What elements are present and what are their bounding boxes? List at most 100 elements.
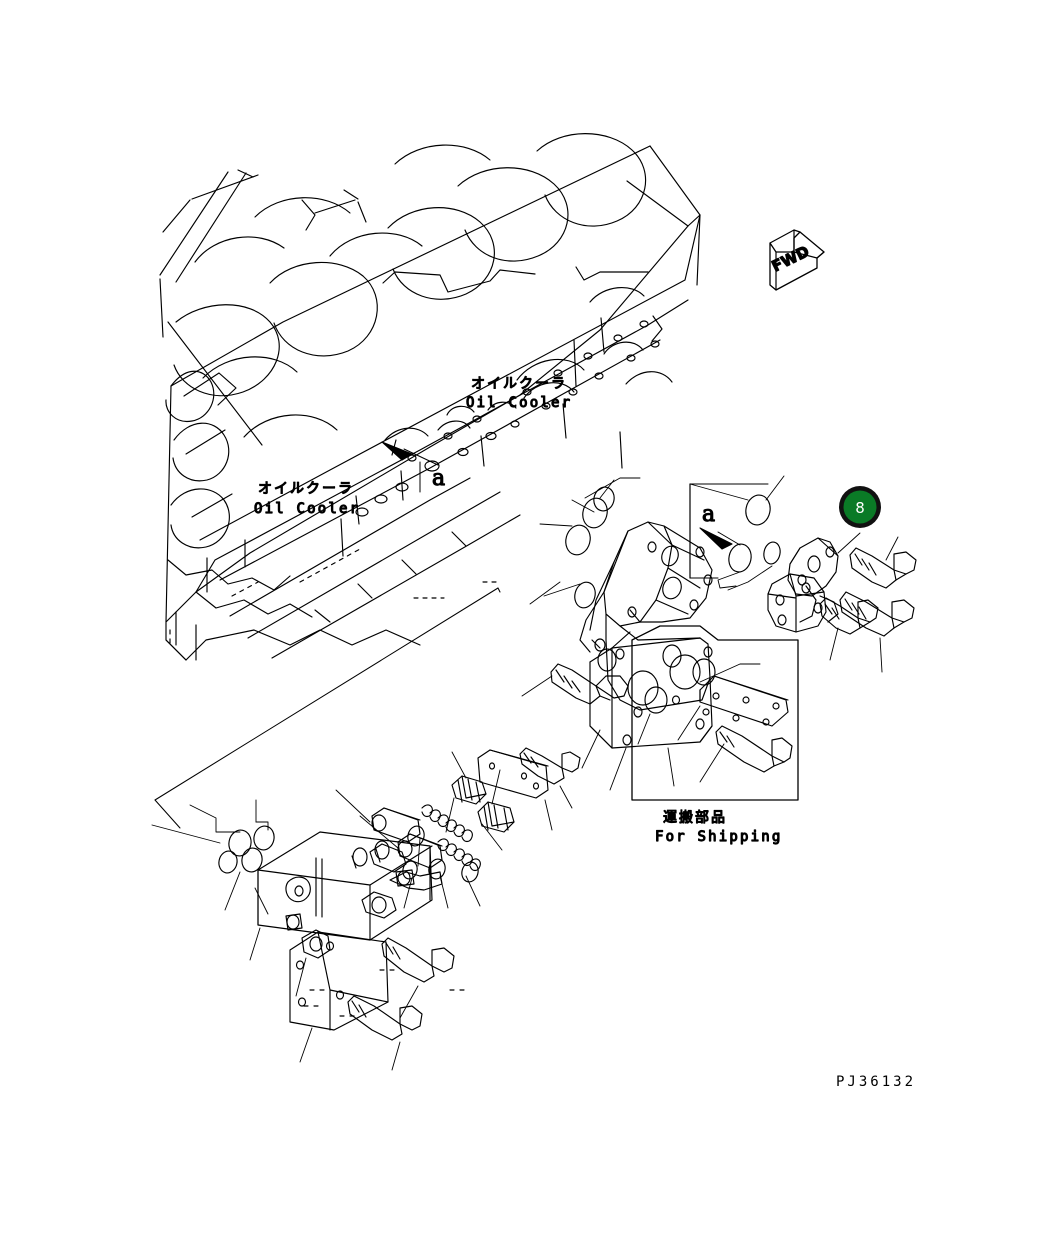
gasket-ring-4: [597, 648, 617, 672]
mount-plate-hole-4: [335, 990, 345, 1000]
casting-cut-5: [651, 315, 663, 342]
bracket-flange-fold-1: [671, 544, 705, 561]
bracket-strut-3: [591, 639, 601, 649]
o-ring-3: [402, 860, 418, 880]
right-gasket-ring-1: [728, 543, 752, 573]
housing-bolt-hole-1: [633, 706, 643, 718]
block-lower-rail-top: [229, 477, 471, 617]
leader-core-2: [249, 927, 261, 961]
leader-plunger-1: [335, 789, 371, 823]
casting-cut-10: [487, 401, 517, 411]
small-gasket-hole-3: [532, 782, 540, 790]
block-bottom-rail: [185, 629, 421, 661]
leader-plunger-2: [359, 815, 399, 849]
callout-badge-fill: [843, 490, 877, 524]
block-rail-tick-4: [451, 531, 467, 547]
o-ring-1: [407, 825, 425, 847]
leader-housing-3: [667, 747, 675, 787]
leader-right-callout: [837, 532, 861, 554]
deck-rib-4: [159, 278, 164, 338]
cooler-core-tab: [285, 913, 303, 931]
cooler-bolt-1-shank: [381, 937, 435, 983]
casting-cut-9: [446, 405, 475, 416]
right-bolt-1-thread-1: [854, 553, 863, 566]
housing-body-top: [605, 613, 711, 711]
block-rib-b: [562, 403, 567, 439]
leader-oring-1: [417, 837, 421, 867]
right-bolt-3-thread-1: [824, 603, 833, 615]
cooler-bolt-2-thread-2: [358, 1004, 367, 1018]
housing-bolt-hole-3: [703, 646, 713, 658]
plunger-1-end: [371, 814, 387, 832]
leader-oring-3: [403, 877, 413, 909]
bracket-flange-fold-3: [655, 599, 689, 615]
block-hole-4: [424, 460, 440, 472]
housing-bolt-hole-5: [622, 734, 632, 746]
cylinder-bore-9: [394, 144, 491, 165]
for-shipping-label-jp: 運搬部品: [663, 810, 727, 826]
cooler-core-boss-1: [285, 876, 311, 903]
leader-right-bolt-1: [885, 536, 899, 561]
section-marker-upper-leader: [403, 448, 439, 466]
assembly-boundary-bottom: [154, 799, 181, 829]
housing-port-2: [669, 654, 701, 690]
deck-rib-2: [159, 171, 229, 276]
small-plate-bolt-shank: [519, 747, 565, 785]
deck-corner-fold: [626, 180, 689, 227]
gasket-ring-5: [662, 644, 682, 668]
cooler-bolt-1-head: [431, 947, 455, 973]
block-hidden-3: [299, 548, 361, 583]
housing-bolt-hole-2: [671, 695, 681, 705]
block-lower-rail-mid: [247, 491, 501, 639]
small-plate-bolt-thread-2: [530, 756, 539, 768]
small-plate-bolt-head: [561, 751, 581, 773]
shipping-gasket-hole-6: [762, 718, 770, 726]
left-ring-3: [241, 847, 263, 873]
casting-cut-6: [625, 371, 673, 385]
bracket-arm-flange: [639, 525, 713, 623]
oil-cooler-label-lower-jp: オイルクーラ: [258, 481, 354, 497]
leader-bracket-2: [539, 523, 573, 527]
bracket-flange-fold-2: [667, 567, 701, 589]
block-hole-19: [613, 334, 623, 342]
callout-badge-number: 8: [855, 499, 865, 517]
leader-shipping-gasket-2: [699, 663, 761, 683]
casting-cut-7: [384, 427, 429, 441]
cylinder-bore-1: [173, 304, 280, 397]
o-ring-4: [461, 861, 479, 883]
small-gasket-hole-2: [520, 772, 528, 780]
valve-body-1-hole: [371, 896, 387, 914]
block-hole-9: [568, 388, 578, 396]
oil-cooler-label-lower-en: Oil Cooler: [254, 501, 360, 517]
engine-block-outer-edge: [165, 145, 701, 661]
leader-left-ring: [224, 871, 241, 911]
cylinder-bore-5: [243, 414, 338, 438]
o-ring-2: [428, 858, 446, 880]
cylinder-bore-7: [329, 232, 423, 257]
block-hole-5: [457, 447, 469, 457]
deck-detail-2: [357, 201, 367, 223]
cooler-bolt-1-thread-1: [385, 942, 394, 955]
block-hole-15: [472, 415, 482, 423]
right-housing-hole-3: [801, 582, 811, 594]
leader-plug-fitting: [295, 957, 307, 997]
leader-housing-2: [609, 747, 627, 791]
left-ring-4: [218, 850, 238, 874]
block-front-top-band: [199, 214, 701, 541]
bolt-left-thread-3: [571, 680, 581, 693]
casting-cut-4: [603, 341, 644, 355]
leader-gasket-1: [599, 479, 615, 499]
bracket-hole-3: [695, 546, 705, 558]
block-hole-1: [355, 507, 369, 517]
callout-badge-8[interactable]: 8: [839, 486, 881, 528]
leader-bolt-core-2: [391, 1041, 401, 1071]
bolt-left-head: [595, 675, 629, 699]
right-bolt-2-thread-3: [858, 606, 867, 620]
mount-plate-hole-1: [295, 960, 305, 970]
block-rib-h: [340, 518, 344, 557]
for-shipping-group: 運搬部品 For Shipping: [631, 625, 799, 846]
bracket-arm-left-edge: [603, 530, 629, 593]
small-plate-bolt-thread-1: [523, 752, 532, 764]
